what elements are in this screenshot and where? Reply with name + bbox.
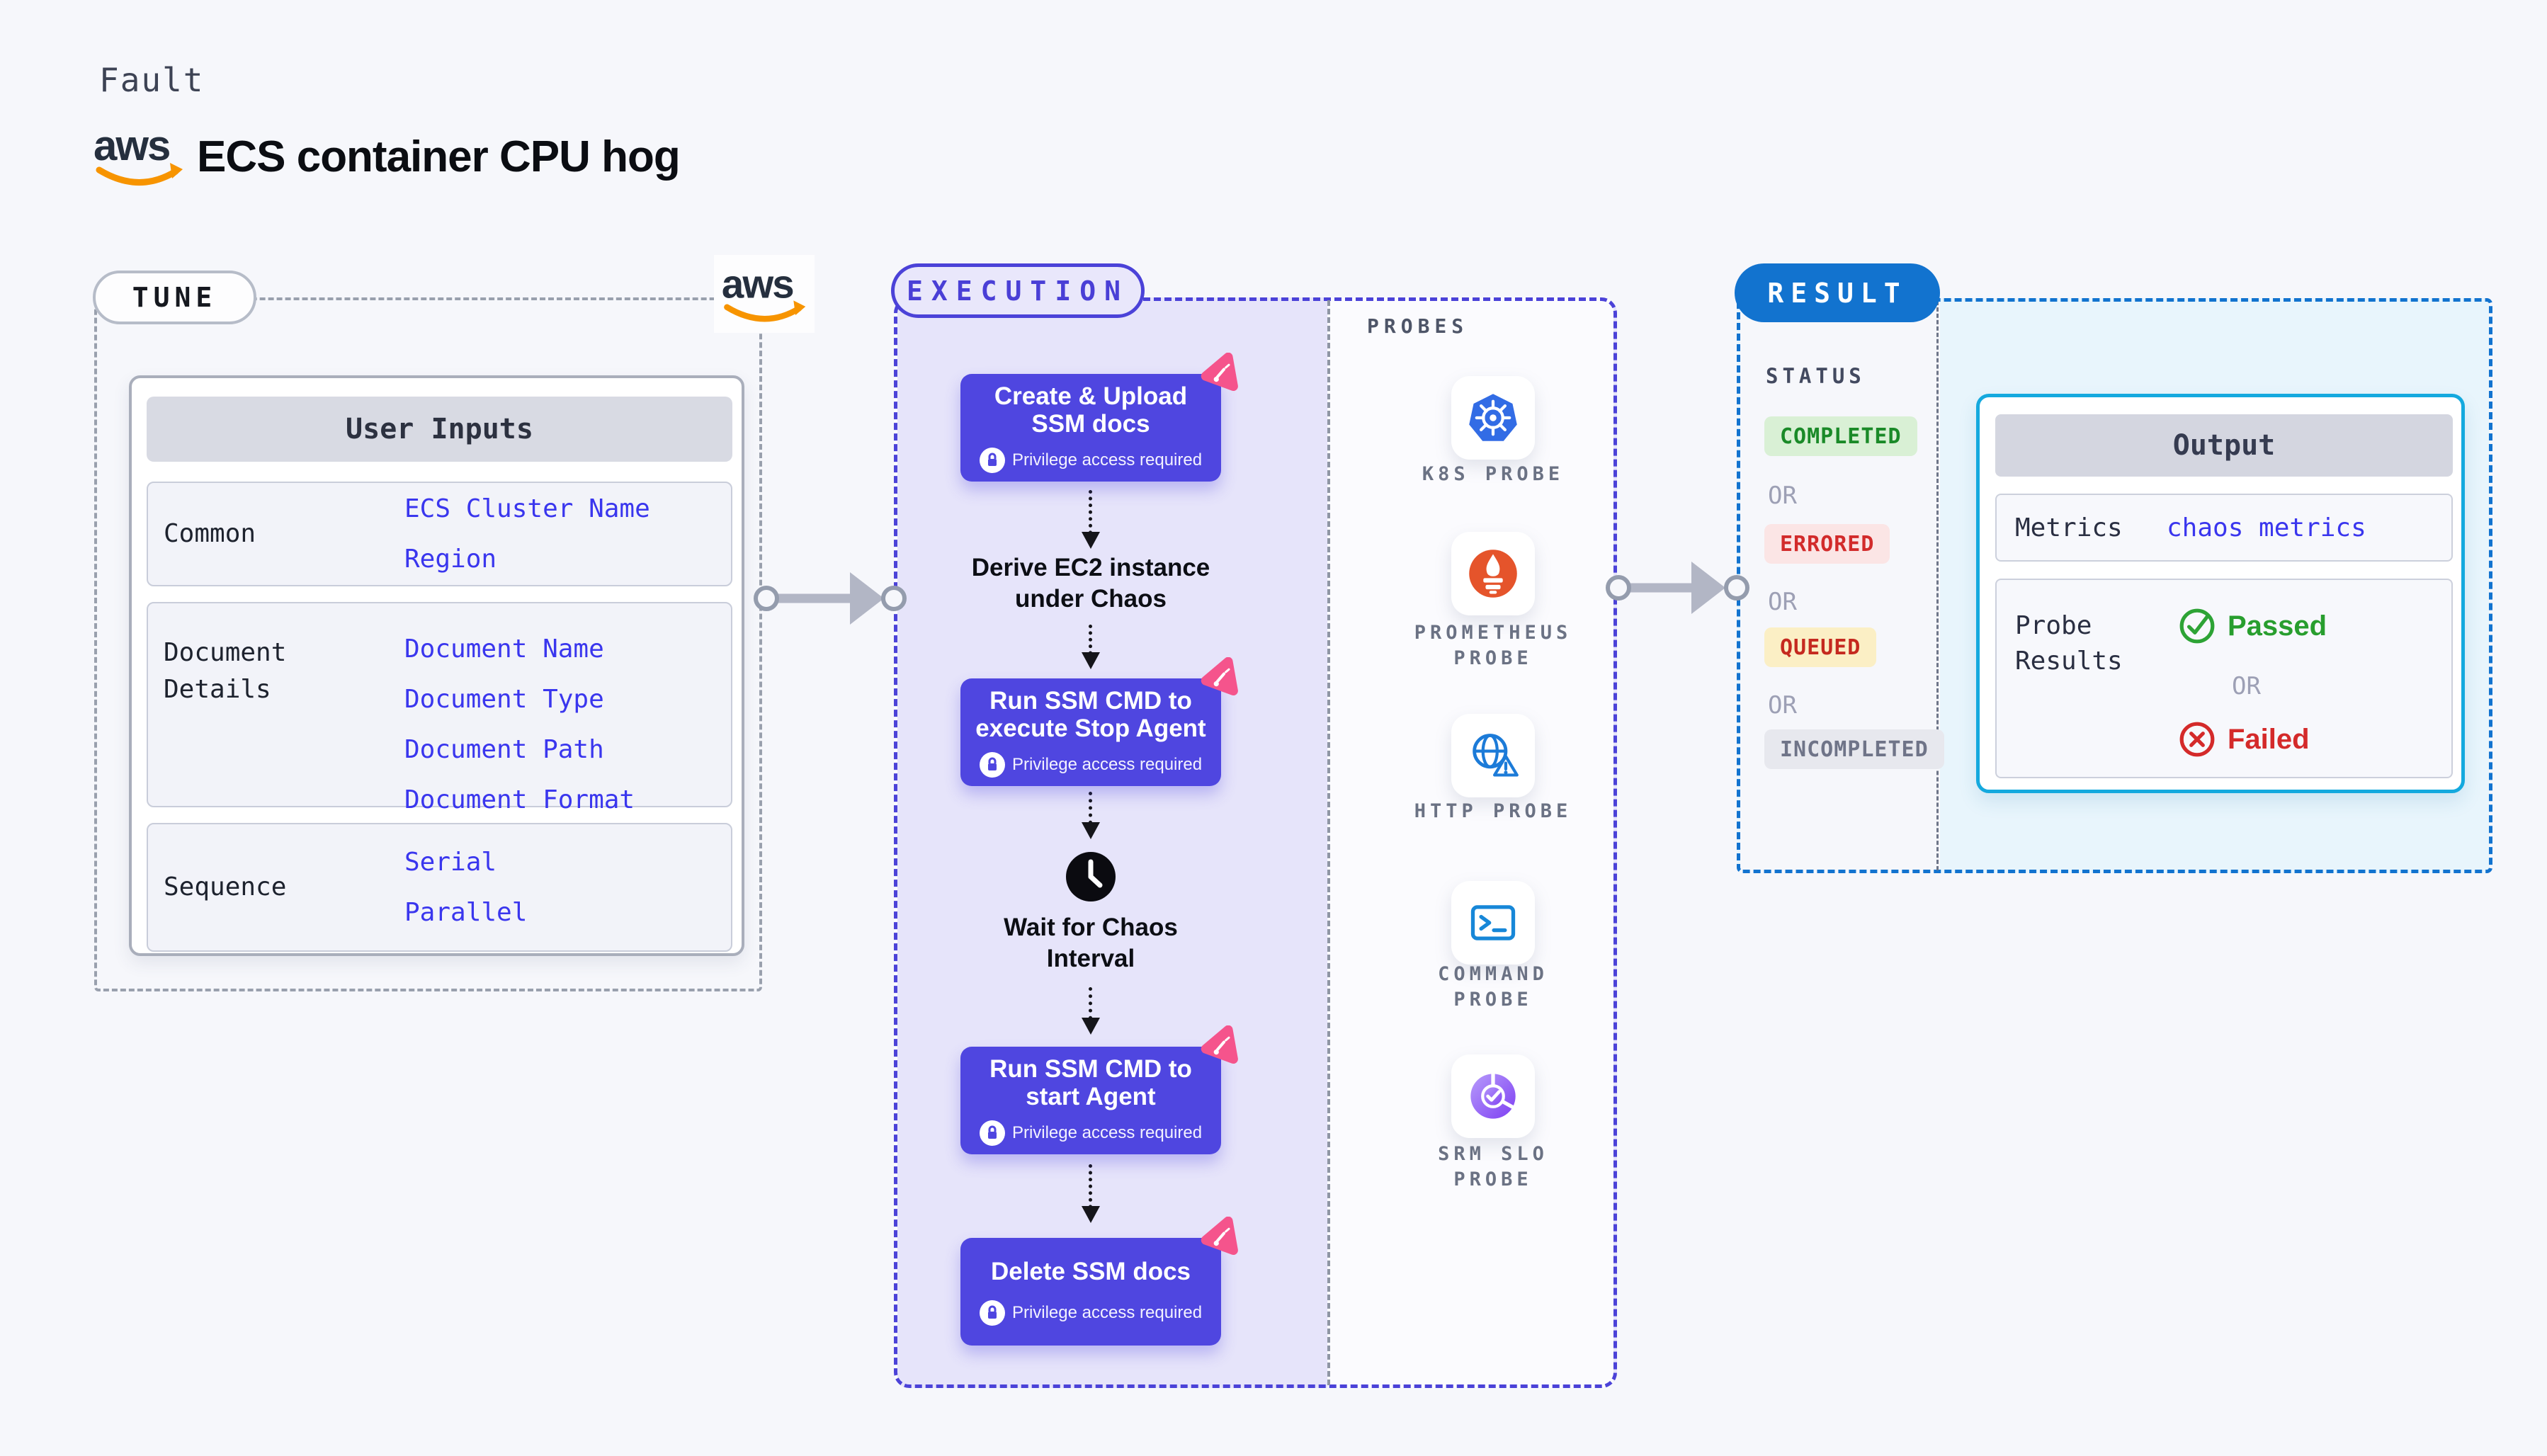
lock-icon bbox=[979, 752, 1005, 778]
wait-chaos-interval-label: Wait for Chaos Interval bbox=[1004, 914, 1178, 972]
row-label: Document Details bbox=[164, 638, 287, 705]
probe-label: SRM SLO PROBE bbox=[1438, 1143, 1548, 1191]
check-circle-icon bbox=[2179, 608, 2215, 644]
k8s-probe-tile[interactable] bbox=[1451, 376, 1535, 460]
input-value: Document Path bbox=[404, 735, 604, 764]
output-card: Output Metrics chaos metrics Probe Resul… bbox=[1976, 394, 2465, 793]
aws-logo-tune-corner: aws bbox=[714, 255, 815, 333]
terminal-icon bbox=[1470, 905, 1516, 940]
flow-arrow-down bbox=[1082, 1164, 1100, 1223]
status-badge-completed: COMPLETED bbox=[1764, 416, 1917, 456]
probes-heading: PROBES bbox=[1367, 314, 1469, 338]
probe-result-passed: Passed bbox=[2178, 607, 2327, 645]
status-output-divider bbox=[1936, 301, 1939, 870]
input-row-document-details: Document Details Document Name Document … bbox=[147, 602, 732, 814]
prometheus-probe-tile[interactable] bbox=[1451, 532, 1535, 615]
probe-results-label: Probe Results bbox=[2015, 611, 2123, 676]
prometheus-icon bbox=[1469, 550, 1517, 598]
status-heading: STATUS bbox=[1766, 364, 1866, 388]
clock-icon bbox=[1066, 852, 1116, 902]
input-row-sequence: Sequence Serial Parallel bbox=[147, 823, 732, 952]
flow-arrow-down bbox=[1082, 490, 1100, 549]
kubernetes-icon bbox=[1469, 394, 1517, 441]
execution-badge[interactable]: EXECUTION bbox=[891, 263, 1145, 318]
privilege-note: Privilege access required bbox=[1011, 755, 1203, 775]
step-title: Run SSM CMD to start Agent bbox=[989, 1054, 1192, 1110]
input-value: Document Format bbox=[404, 785, 635, 814]
kicker-label: Fault bbox=[99, 61, 205, 99]
probe-label: HTTP PROBE bbox=[1414, 800, 1572, 822]
http-probe-tile[interactable] bbox=[1451, 714, 1535, 797]
lock-icon bbox=[979, 1299, 1005, 1326]
row-label: Common bbox=[164, 518, 256, 548]
execution-to-result-arrow bbox=[1606, 562, 1749, 614]
tune-section-frame bbox=[94, 297, 762, 991]
probe-result-failed: Failed bbox=[2178, 720, 2310, 758]
step-title: Run SSM CMD to execute Stop Agent bbox=[975, 686, 1206, 742]
aws-wordmark: aws bbox=[93, 122, 169, 169]
tune-badge[interactable]: TUNE bbox=[93, 271, 256, 324]
step-delete-ssm-docs[interactable]: Delete SSM docs Privilege access require… bbox=[960, 1217, 1238, 1346]
lock-icon bbox=[979, 1120, 1005, 1147]
execution-probes-divider bbox=[1327, 300, 1330, 1385]
derive-ec2-label: Derive EC2 instance under Chaos bbox=[971, 554, 1210, 613]
step-title: Create & Upload SSM docs bbox=[994, 382, 1188, 438]
step-create-upload-ssm-docs[interactable]: Create & Upload SSM docs Privilege acces… bbox=[960, 353, 1238, 482]
page-title: ECS container CPU hog bbox=[197, 132, 681, 181]
or-separator: OR bbox=[2232, 672, 2261, 700]
output-header: Output bbox=[1995, 414, 2453, 477]
metrics-value: chaos metrics bbox=[2167, 513, 2366, 542]
or-separator: OR bbox=[1768, 691, 1797, 720]
slo-pie-check-icon bbox=[1470, 1073, 1516, 1119]
x-circle-icon bbox=[2179, 722, 2215, 757]
globe-warning-icon bbox=[1473, 734, 1519, 777]
status-badge-errored: ERRORED bbox=[1764, 524, 1890, 564]
status-badge-incompleted: INCOMPLETED bbox=[1764, 729, 1944, 769]
srm-slo-probe-tile[interactable] bbox=[1451, 1054, 1535, 1138]
input-value: Region bbox=[404, 545, 497, 574]
command-probe-tile[interactable] bbox=[1451, 881, 1535, 965]
privilege-note: Privilege access required bbox=[1011, 1123, 1203, 1143]
aws-logo: aws bbox=[722, 262, 806, 322]
input-value: Serial bbox=[404, 848, 497, 877]
step-run-ssm-start-agent[interactable]: Run SSM CMD to start Agent Privilege acc… bbox=[960, 1025, 1238, 1154]
step-title: Delete SSM docs bbox=[990, 1258, 1191, 1286]
flow-arrow-down bbox=[1082, 625, 1100, 669]
privilege-note: Privilege access required bbox=[1011, 1302, 1203, 1322]
or-separator: OR bbox=[1768, 482, 1797, 510]
metrics-label: Metrics bbox=[2015, 513, 2123, 542]
tune-to-execution-arrow bbox=[754, 572, 907, 625]
probe-results-row: Probe Results Passed OR Failed bbox=[1995, 579, 2453, 778]
svg-text:aws: aws bbox=[722, 262, 793, 307]
step-run-ssm-stop-agent[interactable]: Run SSM CMD to execute Stop Agent Privil… bbox=[960, 657, 1238, 786]
user-inputs-header: User Inputs bbox=[147, 397, 732, 462]
probe-label: COMMAND PROBE bbox=[1438, 963, 1548, 1011]
chaos-fault-icon bbox=[1201, 1025, 1238, 1064]
aws-logo: aws bbox=[93, 122, 183, 186]
input-value: ECS Cluster Name bbox=[404, 494, 650, 523]
input-value: Document Type bbox=[404, 685, 604, 714]
result-badge[interactable]: RESULT bbox=[1735, 263, 1940, 322]
metrics-row: Metrics chaos metrics bbox=[1995, 494, 2453, 562]
user-inputs-card: User Inputs Common ECS Cluster Name Regi… bbox=[129, 375, 744, 956]
lock-icon bbox=[979, 448, 1005, 474]
privilege-note: Privilege access required bbox=[1011, 450, 1203, 470]
aws-smile-icon bbox=[96, 166, 179, 186]
probe-label: K8S PROBE bbox=[1422, 463, 1565, 485]
chaos-fault-icon bbox=[1201, 353, 1238, 392]
input-value: Document Name bbox=[404, 635, 604, 664]
probe-label: PROMETHEUS PROBE bbox=[1414, 622, 1572, 670]
flow-arrow-down bbox=[1082, 792, 1100, 839]
flow-arrow-down bbox=[1082, 987, 1100, 1035]
input-row-common: Common ECS Cluster Name Region bbox=[147, 482, 732, 586]
or-separator: OR bbox=[1768, 588, 1797, 616]
input-value: Parallel bbox=[404, 898, 528, 927]
row-label: Sequence bbox=[164, 872, 287, 902]
status-badge-queued: QUEUED bbox=[1764, 627, 1877, 667]
chaos-fault-icon bbox=[1201, 657, 1238, 696]
chaos-fault-icon bbox=[1201, 1217, 1238, 1256]
